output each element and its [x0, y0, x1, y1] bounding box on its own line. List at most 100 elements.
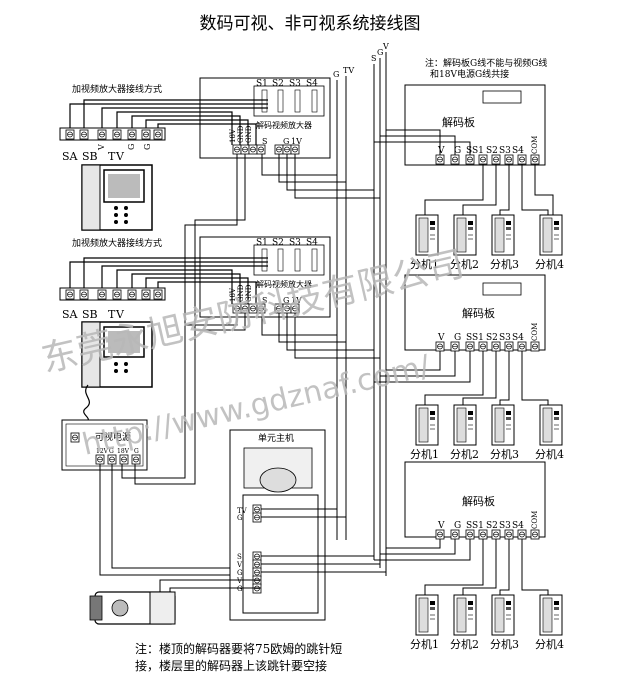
- svg-text:分机4: 分机4: [535, 447, 564, 461]
- svg-text:分机1: 分机1: [410, 257, 439, 271]
- svg-text:分机4: 分机4: [535, 637, 564, 651]
- signal-label-tv: TV: [343, 66, 354, 75]
- svg-text:S2: S2: [486, 146, 498, 156]
- svg-text:分机2: 分机2: [450, 447, 479, 461]
- svg-text:T: T: [108, 308, 116, 321]
- main-bus-lines: [336, 52, 387, 576]
- decoder-label-2: 解码板: [462, 306, 495, 320]
- wires-strip1-amp1: [69, 99, 268, 145]
- decoder-board-2: 解码板 V G SS1 S2 S3 S4 COM: [404, 274, 546, 352]
- signal-label-g2: G: [377, 48, 383, 57]
- svg-text:分机3: 分机3: [490, 637, 519, 651]
- svg-text:S2: S2: [272, 238, 284, 248]
- unit-host: 单元主机 TV G S V G V G: [229, 429, 326, 621]
- wires-strip2-amp2: [69, 257, 268, 304]
- decoder-board-3: 解码板 V G SS1 S2 S3 S4 COM: [404, 461, 546, 540]
- svg-text:V: V: [437, 521, 445, 531]
- indoor-monitor-2: [81, 321, 153, 423]
- svg-text:S2: S2: [486, 521, 498, 531]
- svg-text:GND: GND: [245, 125, 253, 143]
- svg-text:S3: S3: [499, 146, 511, 156]
- svg-text:S4: S4: [306, 79, 318, 89]
- svg-text:S4: S4: [512, 521, 524, 531]
- svg-text:18V: 18V: [229, 128, 237, 143]
- svg-text:G: G: [237, 569, 243, 577]
- terminal-strip-2: SA SB T V: [59, 287, 166, 321]
- indoor-monitor-1: [81, 164, 153, 231]
- diagram-title: 数码可视、非可视系统接线图: [200, 14, 421, 34]
- amp-method-label-1: 加视频放大器接线方式: [72, 83, 162, 95]
- svg-text:SA: SA: [62, 150, 79, 163]
- svg-text:G: G: [454, 521, 461, 531]
- svg-text:S: S: [262, 296, 267, 305]
- decoder-board-1: 解码板 V G SS1 S2 S3 S4 COM: [404, 84, 546, 166]
- svg-text:GND: GND: [245, 284, 253, 302]
- extensions-group-3: 分机1 分机2 分机3 分机4: [410, 539, 564, 651]
- svg-text:分机3: 分机3: [490, 447, 519, 461]
- svg-text:S2: S2: [486, 333, 498, 343]
- svg-text:分机4: 分机4: [535, 257, 564, 271]
- amp-method-label-2: 加视频放大器接线方式: [72, 237, 162, 249]
- svg-text:分机1: 分机1: [410, 637, 439, 651]
- svg-text:TV: TV: [237, 507, 248, 515]
- signal-label-s: S: [371, 54, 376, 63]
- svg-text:SB: SB: [82, 150, 98, 163]
- amp-to-bus-wires: [184, 154, 380, 430]
- svg-text:SB: SB: [82, 308, 98, 321]
- svg-text:18V: 18V: [117, 448, 130, 455]
- svg-text:S: S: [237, 553, 242, 561]
- svg-text:S3: S3: [499, 333, 511, 343]
- svg-text:V: V: [115, 308, 125, 321]
- svg-text:GND: GND: [237, 125, 245, 143]
- svg-text:T: T: [108, 150, 116, 163]
- svg-text:分机2: 分机2: [450, 257, 479, 271]
- svg-text:18V: 18V: [229, 287, 237, 302]
- svg-text:G: G: [283, 296, 289, 305]
- svg-text:GND: GND: [237, 284, 245, 302]
- extensions-group-2: 分机1 分机2 分机3 分机4: [410, 351, 564, 461]
- signal-label-v: V: [382, 42, 389, 51]
- svg-text:12V: 12V: [96, 448, 109, 455]
- svg-text:分机3: 分机3: [490, 257, 519, 271]
- svg-text:G: G: [454, 146, 461, 156]
- svg-text:S4: S4: [512, 333, 524, 343]
- svg-text:V: V: [97, 144, 106, 151]
- svg-text:V: V: [236, 577, 243, 585]
- svg-text:G: G: [109, 448, 114, 455]
- power-label: 可视电源: [95, 431, 131, 443]
- svg-text:分机2: 分机2: [450, 637, 479, 651]
- video-power-supply: 可视电源 12V G 18V G: [61, 419, 148, 471]
- svg-text:S4: S4: [512, 146, 524, 156]
- svg-text:G: G: [127, 144, 136, 150]
- svg-text:G: G: [454, 333, 461, 343]
- svg-text:S4: S4: [306, 238, 318, 248]
- power-wires: [99, 430, 253, 576]
- amp-label-1: 解码视频放大器: [256, 120, 312, 130]
- svg-text:G: G: [283, 137, 289, 146]
- svg-text:SS1: SS1: [466, 333, 484, 343]
- svg-text:1V: 1V: [291, 296, 302, 305]
- electric-lock: [89, 591, 176, 625]
- svg-text:COM: COM: [531, 136, 539, 154]
- svg-text:V: V: [437, 146, 445, 156]
- svg-text:V: V: [115, 150, 125, 163]
- svg-text:分机1: 分机1: [410, 447, 439, 461]
- bus-to-decoders: [374, 129, 471, 561]
- unit-host-label: 单元主机: [258, 432, 294, 444]
- svg-text:G: G: [134, 448, 139, 455]
- decoder-label-3: 解码板: [462, 494, 495, 508]
- svg-text:V: V: [437, 333, 445, 343]
- svg-text:COM: COM: [531, 323, 539, 341]
- svg-text:S1: S1: [256, 79, 268, 89]
- svg-text:G: G: [237, 514, 243, 522]
- decoder-label-1: 解码板: [442, 115, 475, 129]
- amp-label-2: 解码视频放大器: [256, 279, 312, 289]
- svg-text:S1: S1: [256, 238, 268, 248]
- svg-text:S3: S3: [289, 238, 301, 248]
- svg-text:SS1: SS1: [466, 146, 484, 156]
- video-amplifier-1: S1 S2 S3 S4 解码视频放大器 18V GND GND S G 1V: [199, 77, 331, 159]
- terminal-strip-1: SA SB T V V G G: [59, 127, 166, 163]
- svg-text:S3: S3: [289, 79, 301, 89]
- svg-text:V: V: [236, 561, 243, 569]
